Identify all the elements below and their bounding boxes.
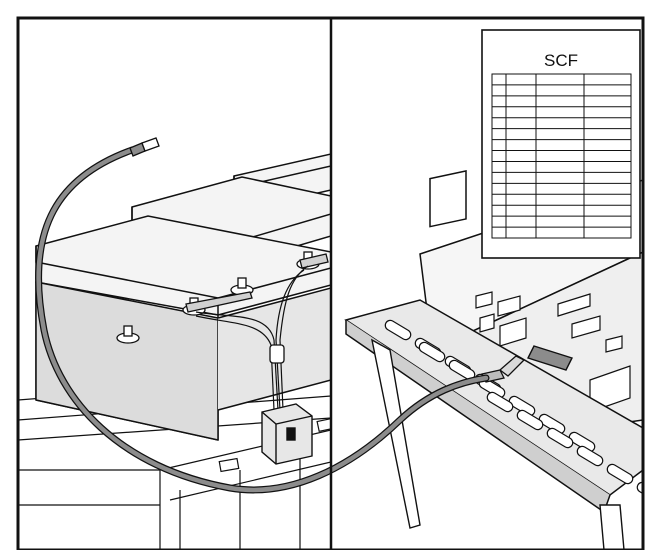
controller-module: [261, 403, 313, 465]
board-slot: [568, 431, 596, 453]
battery-panel: [18, 153, 331, 550]
housing-openings: [475, 291, 631, 413]
terminal-clamps: [185, 253, 329, 313]
board-slot: [418, 341, 446, 363]
board-slots: [384, 319, 643, 503]
board-slot: [384, 319, 412, 341]
sensor-port: [527, 345, 573, 371]
cable-probe-tip: [129, 137, 160, 157]
scf-chart-title: SCF: [544, 51, 578, 70]
scf-table-grid: [491, 73, 632, 239]
rail-connectors: [218, 417, 331, 473]
board-slot: [486, 391, 514, 413]
board-slot: [576, 445, 604, 467]
sensor-cable: [35, 146, 490, 494]
wire-ferrite: [269, 344, 285, 364]
board-slot: [508, 395, 536, 417]
board-legs: [371, 338, 625, 550]
board-slot: [538, 413, 566, 435]
board-slot: [606, 463, 634, 485]
board-slot: [516, 409, 544, 431]
scf-table-border: [491, 73, 632, 239]
board-slot: [636, 481, 643, 503]
scf-chart-card: SCF: [481, 29, 641, 259]
board-slot: [546, 427, 574, 449]
